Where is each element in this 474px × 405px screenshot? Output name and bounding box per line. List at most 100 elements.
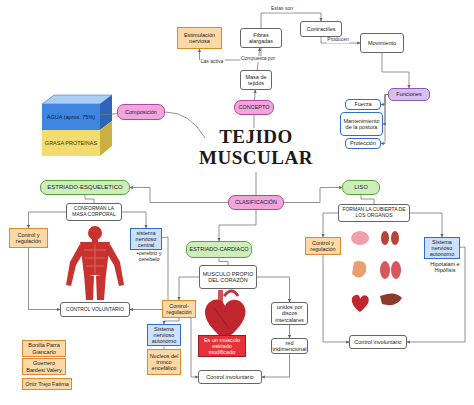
- connector: [219, 258, 228, 265]
- node-text: Estimulación nerviosa: [179, 32, 220, 44]
- node-text: CLASIFICACIÓN: [235, 199, 277, 205]
- note-text: Hipotalam e Hipófisis: [425, 261, 465, 274]
- node-text: Masa de tejidos: [242, 74, 270, 86]
- concept-box: Fibras alargadas: [240, 28, 282, 48]
- heart-shape: [205, 299, 245, 340]
- cube-side: [100, 121, 112, 156]
- stomach-icon: [352, 261, 366, 277]
- map-title: TEJIDO MUSCULAR: [194, 126, 318, 168]
- control-box: Control-regulación: [162, 300, 196, 318]
- node-text: Sistema nervioso autonomo: [426, 239, 458, 257]
- connector: [100, 114, 117, 115]
- connector: [382, 53, 409, 88]
- body-leg: [96, 274, 106, 300]
- category-box: Composición: [117, 104, 165, 120]
- concept-box: Masa de tejidos: [240, 70, 272, 90]
- stimulus-box: Estimulación nerviosa: [177, 27, 222, 49]
- node-text: AGUA (aprox. 75%): [47, 114, 95, 120]
- connector: [407, 247, 465, 342]
- liver-icon: [380, 293, 402, 305]
- node-text: ESTRIADO-ESQUELETICO: [47, 184, 122, 191]
- body-head: [88, 226, 102, 240]
- leader-line: [256, 172, 257, 195]
- node-text: Fuerza: [354, 101, 371, 107]
- node-text: Control y regulación: [11, 232, 46, 244]
- connector: [29, 212, 67, 228]
- organs-illustration: [351, 231, 402, 312]
- connector: [29, 248, 61, 310]
- control-box: Control y regulación: [305, 237, 341, 255]
- connector: [254, 90, 256, 100]
- author-box: Ortiz Trejo Fatima: [22, 378, 72, 390]
- system-box: Nucleos del tronco encefálico: [147, 349, 181, 375]
- concept-box: Contractiles: [300, 21, 342, 37]
- node-text: Guerrero Bardesi Valery: [24, 360, 64, 372]
- node-text: MUSCULO PROPIO DEL CORAZÓN: [201, 271, 255, 283]
- cube-face: AGUA (aprox. 75%): [42, 104, 100, 130]
- connector: [284, 188, 342, 203]
- connector: [219, 210, 256, 241]
- connector: [321, 37, 360, 43]
- connector: [323, 213, 338, 237]
- heart-vessel: [224, 291, 238, 296]
- muscle-body-illustration: [66, 226, 124, 300]
- concept-box: Movimiento: [360, 33, 404, 53]
- node-text: Sistema nervioso autonomo: [149, 326, 179, 344]
- lung-icon: [380, 261, 390, 279]
- connector: [257, 277, 290, 302]
- type-box: LISO: [342, 180, 380, 195]
- control-box: Control y regulación: [9, 228, 48, 248]
- control-box: Control involuntario: [198, 370, 262, 384]
- leader-line: [165, 112, 205, 138]
- connector: [85, 195, 94, 203]
- author-box: Guerrero Bardesi Valery: [22, 358, 66, 375]
- node-text: CONTROL VOLUNTARIO: [66, 307, 124, 313]
- connector: [323, 255, 349, 342]
- connector: [383, 95, 388, 125]
- heart-illustration: [205, 290, 245, 340]
- node-text: FORMAN LA CUBIERTA DE LOS ORGANOS: [340, 207, 408, 218]
- edge-label: Las activa: [200, 59, 225, 65]
- kidney-icon: [391, 231, 399, 245]
- control-box: Control involuntario: [349, 335, 407, 349]
- node-text: Control involuntario: [354, 339, 401, 345]
- type-box: ESTRIADO-ESQUELETICO: [40, 180, 130, 195]
- connector: [262, 354, 290, 377]
- connector: [130, 188, 228, 203]
- function-box: Mantenimiento de la postura: [340, 112, 383, 136]
- description-box: FORMAN LA CUBIERTA DE LOS ORGANOS: [338, 204, 410, 222]
- connector: [361, 195, 374, 204]
- category-box: Funciones: [388, 88, 430, 101]
- category-box: CLASIFICACIÓN: [228, 195, 284, 210]
- node-text: ESTRIADO-CARDIACO: [190, 246, 249, 252]
- node-text: Movimiento: [368, 40, 396, 46]
- heart-detail: [214, 308, 230, 330]
- description-box: red tridimencional: [271, 338, 308, 354]
- body-arm: [106, 244, 124, 286]
- connector: [410, 213, 442, 237]
- edge-label: Compuesta por: [240, 56, 276, 62]
- node-text: Contractiles: [306, 26, 335, 32]
- node-text: sistema nervioso central: [132, 230, 160, 248]
- node-text: Mantenimiento de la postura: [342, 118, 381, 130]
- connector: [122, 212, 146, 228]
- node-text: CONFORMAN LA MASA CORPORAL: [68, 206, 120, 217]
- connector: [381, 95, 388, 105]
- description-box: MUSCULO PROPIO DEL CORAZÓN: [199, 265, 257, 289]
- node-text: unidos por discos intercalares: [273, 304, 306, 322]
- note-box: Es un musculo estriado modificado: [198, 335, 246, 357]
- cube-illustration: [42, 95, 112, 156]
- connector: [289, 325, 290, 338]
- node-text: Funciones: [396, 91, 421, 97]
- cube-top: [42, 95, 112, 104]
- node-text: Ortiz Trejo Fatima: [25, 381, 69, 387]
- node-text: Control involuntario: [206, 374, 253, 380]
- bullet-note: •cerebro y cerebelo: [132, 250, 166, 263]
- node-text: red tridimencional: [273, 340, 307, 352]
- description-box: unidos por discos intercalares: [271, 302, 308, 325]
- edge-label: Producen: [326, 37, 349, 43]
- node-text: Bonilla Parra Giancarlo: [24, 342, 64, 354]
- type-box: ESTRIADO-CARDIACO: [186, 241, 252, 258]
- node-text: CONCEPTO: [238, 104, 269, 110]
